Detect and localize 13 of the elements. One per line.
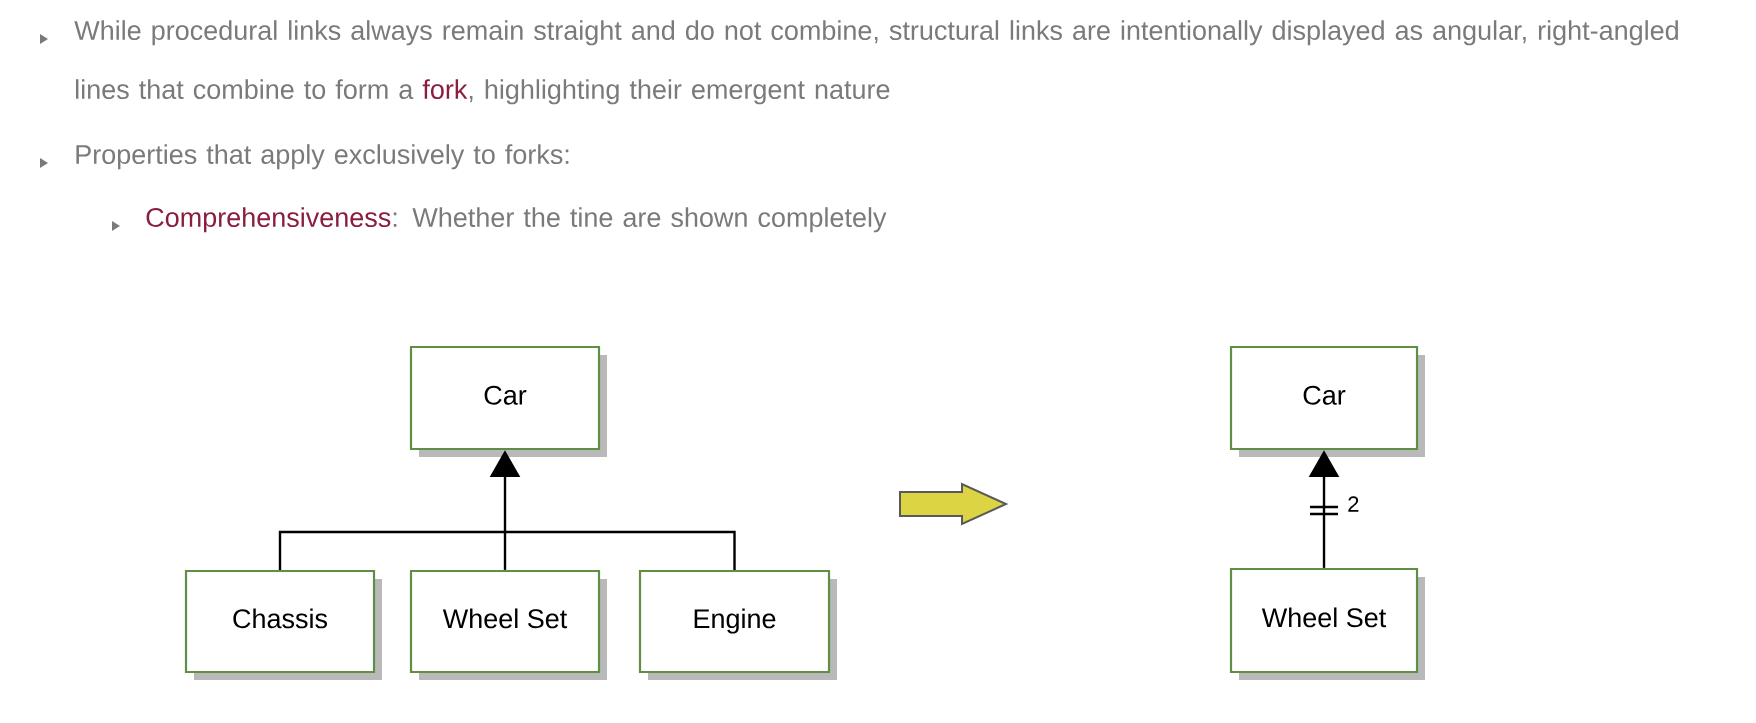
- class-box: Wheel Set: [409, 569, 607, 680]
- class-box: Car: [1229, 345, 1425, 457]
- class-box: Wheel Set: [1229, 567, 1425, 680]
- class-box: Chassis: [184, 569, 382, 680]
- multiplicity-label: 2: [1346, 495, 1361, 513]
- class-box: Engine: [638, 569, 837, 680]
- connector-line: [505, 530, 736, 570]
- bullet-text: Comprehensiveness: Whether the tine are shown completely: [146, 207, 887, 233]
- class-box: Car: [409, 345, 607, 457]
- connector-line: [278, 530, 505, 570]
- bullet-text: Properties that apply exclusively to forks:: [76, 144, 569, 170]
- connector-line: [503, 532, 507, 570]
- bullet-text: While procedural links always remain straight and do not combine, structural links are intentionally displayed as angular, right-angled lines that combine to form a fork, highlighting their emergent nature: [74, 20, 1678, 105]
